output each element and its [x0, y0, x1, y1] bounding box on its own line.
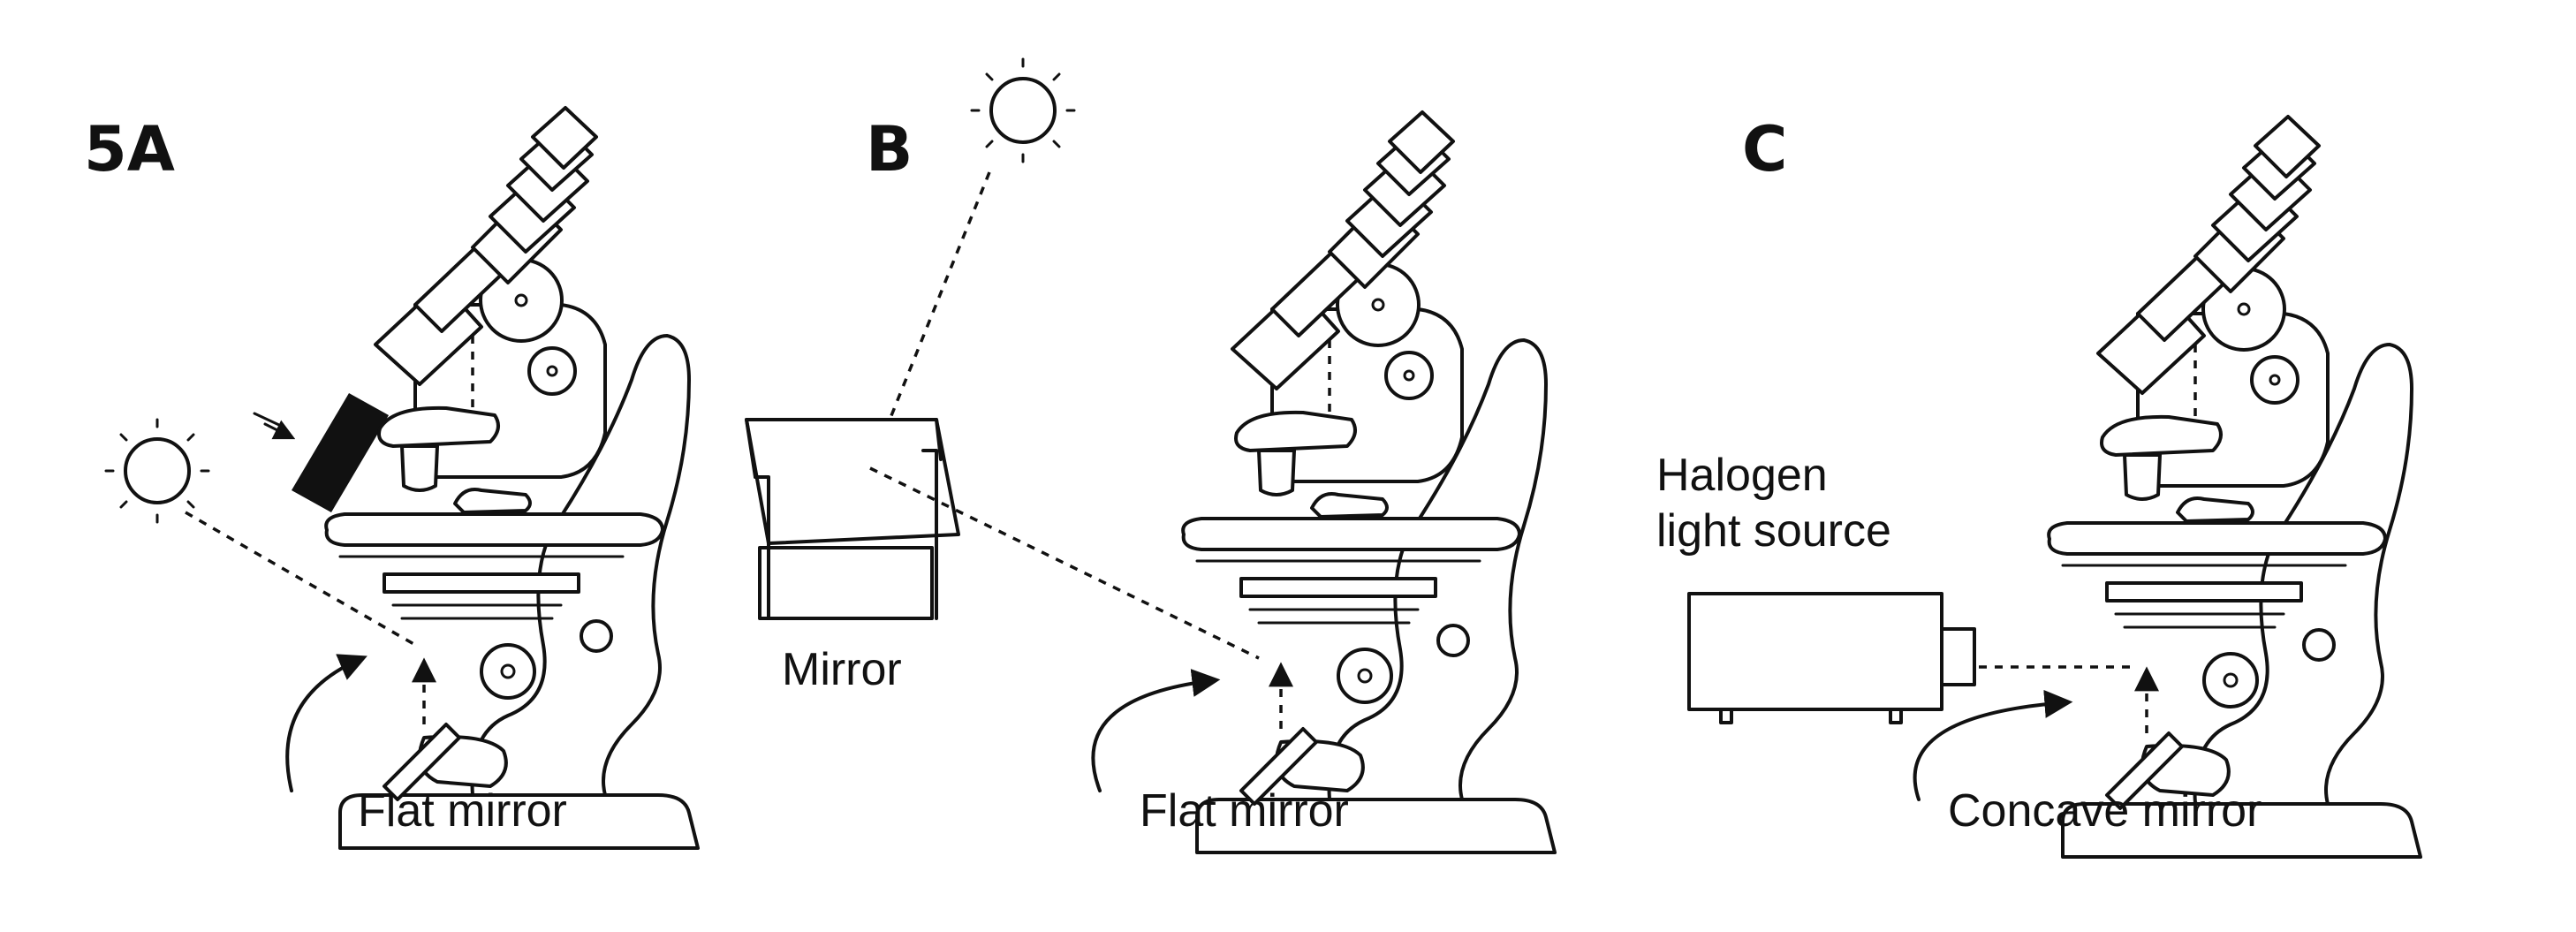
- panel-b-label: B: [866, 113, 913, 186]
- pointer-arrow-b: [1091, 669, 1221, 792]
- panel-c-caption: Concave mirror: [1948, 785, 2262, 837]
- panel-b: B Mirror Flat mirror: [745, 57, 1555, 852]
- microscope-b: [1183, 112, 1555, 852]
- mirror-label: Mirror: [782, 644, 902, 695]
- microscope-a: [326, 108, 698, 848]
- pointer-arrow-a: [285, 654, 367, 792]
- sun-icon: [104, 418, 210, 524]
- microscope-c: [2049, 117, 2421, 857]
- pointer-arrow-c: [1913, 689, 2073, 801]
- panel-c: C Halogen light source Concave mirror: [1656, 113, 2421, 857]
- panel-a-label: 5A: [84, 113, 175, 186]
- sun-icon-b: [970, 57, 1076, 163]
- halogen-light-source-box: [1687, 592, 1976, 724]
- light-path: [185, 511, 416, 647]
- mirror-box: [745, 418, 960, 620]
- lamp-block-icon: [292, 393, 389, 512]
- panel-a-caption: Flat mirror: [358, 785, 567, 837]
- halogen-label-line2: light source: [1656, 505, 1891, 557]
- halogen-label-line1: Halogen: [1656, 450, 1828, 501]
- light-path-sun: [868, 171, 991, 469]
- panel-b-caption: Flat mirror: [1140, 785, 1349, 837]
- panel-c-label: C: [1742, 113, 1787, 186]
- panel-a: 5A Flat mirror: [84, 108, 698, 848]
